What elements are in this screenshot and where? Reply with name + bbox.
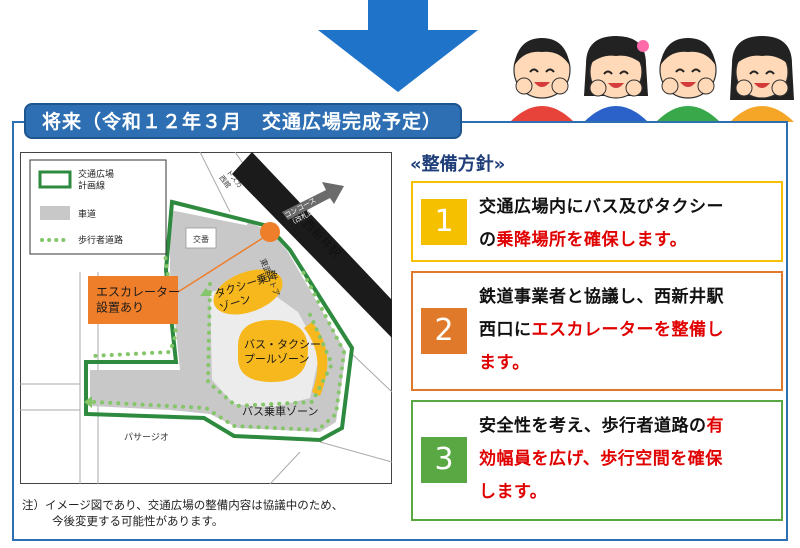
down-arrow-icon [318, 0, 478, 92]
children-illustration [510, 36, 794, 122]
police-box [185, 227, 217, 249]
policy-2-line-1: 鉄道事業者と協議し、西新井駅 [479, 287, 724, 307]
escalator-label: エスカレーター設置あり [96, 285, 180, 315]
escalator-box [88, 276, 178, 324]
child-girl-2 [730, 36, 794, 122]
note-line-1: 注）イメージ図であり、交通広場の整備内容は協議中のため、 [22, 498, 344, 512]
railway-line [232, 152, 392, 338]
future-plan-banner: 将来（令和１２年３月 交通広場完成予定） [24, 103, 463, 139]
child-girl-1 [584, 36, 649, 122]
note-line-2: 今後変更する可能性があります。 [52, 514, 224, 528]
taxi-zone-shape [213, 269, 283, 315]
child-boy-1 [510, 38, 574, 122]
legend-road-swatch [40, 206, 70, 220]
legend-walk-label: 歩行者道路 [78, 234, 123, 246]
policy-number-1: 1 [421, 199, 467, 245]
policy-1-line-2-prefix: の [479, 230, 497, 250]
walkway-arrow-up [200, 288, 212, 296]
escalator-marker [260, 222, 280, 242]
walkway-arrow-left [84, 396, 92, 408]
policy-item-2: 2 鉄道事業者と協議し、西新井駅 西口にエスカレーターを整備し ます。 [411, 271, 783, 391]
police-box-label: 交番 [193, 234, 209, 244]
policy-number-3: 3 [421, 437, 467, 483]
policy-1-line-1: 交通広場内にバス及びタクシー [479, 197, 724, 217]
bus-zone-label: バス乗車ゾーン [242, 404, 318, 418]
pool-zone-label: バス・タクシープールゾーン [244, 338, 321, 365]
policy-3-line-1-prefix: 安全性を考え、歩行者道路の [479, 416, 707, 436]
child-boy-2 [656, 38, 720, 122]
legend-plan-swatch [38, 170, 72, 189]
disclaimer-note: 注）イメージ図であり、交通広場の整備内容は協議中のため、 今後変更する可能性があ… [22, 497, 402, 529]
escalator-leader-line [177, 235, 267, 293]
passage-label: パサージオ [124, 432, 169, 443]
policy-item-3: 3 安全性を考え、歩行者道路の有 効幅員を広げ、歩行空間を確保 します。 [411, 400, 783, 521]
walkway-path-inner [205, 282, 335, 409]
policy-3-line-2: 効幅員を広げ、歩行空間を確保 [479, 449, 723, 469]
policy-item-1: 1 交通広場内にバス及びタクシー の乗降場所を確保します。 [411, 181, 783, 262]
legend-road-label: 車道 [78, 208, 96, 220]
pool-zone-shape [238, 320, 308, 382]
policy-2-line-3: ます。 [479, 353, 530, 373]
policy-title: «整備方針» [410, 154, 506, 175]
policy-1-line-2-emphasis: 乗降場所を確保します。 [496, 230, 688, 250]
concourse-arrow-icon [282, 182, 344, 220]
policy-number-2: 2 [421, 308, 467, 354]
bus-zone-shape [304, 322, 328, 396]
legend-plan-label: 交通広場計画線 [78, 168, 114, 192]
policy-2-line-2-prefix: 西口に [479, 320, 532, 340]
policy-3-line-1-emphasis: 有 [706, 416, 724, 436]
traffic-plaza-map: 交番 エスカレーター設置あり タクシー乗降ゾーン バス・タクシープールゾーン バ… [20, 152, 392, 484]
policy-3-line-3: します。 [479, 482, 548, 502]
policy-2-line-2-emphasis: エスカレーターを整備し [531, 320, 724, 340]
plan-boundary-line [84, 199, 355, 443]
